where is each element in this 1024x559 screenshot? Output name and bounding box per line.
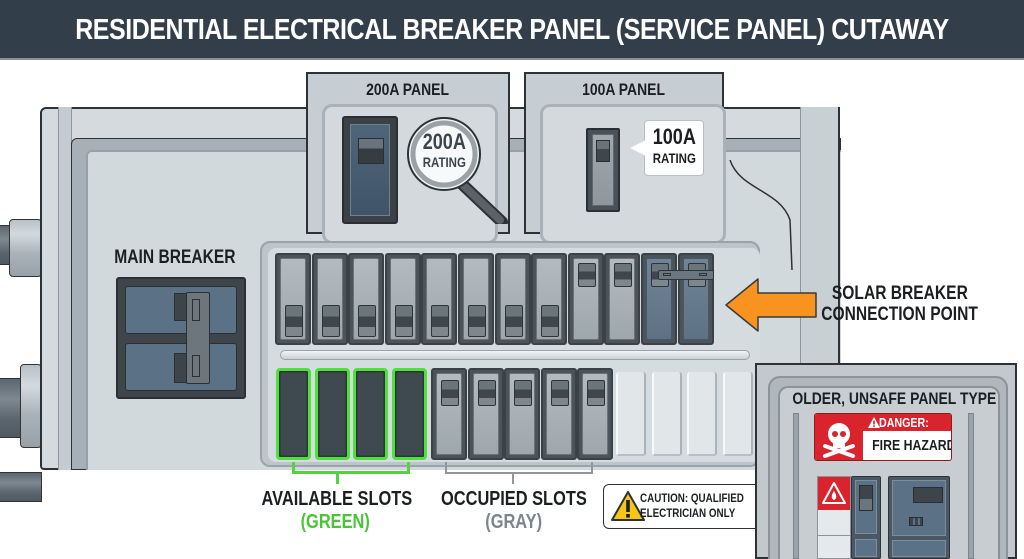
occupied-slot-breaker[interactable] xyxy=(468,368,504,460)
occupied-slot-breaker[interactable] xyxy=(577,368,613,460)
breaker-toggle[interactable] xyxy=(358,305,376,337)
circuit-breaker[interactable] xyxy=(421,253,457,345)
callout-pointer xyxy=(630,140,646,156)
main-breaker-label: MAIN BREAKER xyxy=(114,247,236,268)
breaker-toggle[interactable] xyxy=(395,305,413,337)
circuit-breaker[interactable] xyxy=(604,253,640,345)
solar-label-line2: CONNECTION POINT xyxy=(821,304,979,325)
available-slot[interactable] xyxy=(315,368,350,460)
older-panel-rail-right xyxy=(968,413,974,559)
breaker-toggle[interactable] xyxy=(431,305,449,337)
rating-100a-value: 100A xyxy=(652,124,696,149)
danger-sign: DANGER: FIRE HAZARD xyxy=(814,413,952,461)
available-slots-brace xyxy=(292,462,410,474)
circuit-breaker[interactable] xyxy=(385,253,421,345)
conduit-bottom xyxy=(0,472,42,502)
occupied-slots-brace xyxy=(445,462,593,474)
breaker-200a xyxy=(342,116,398,224)
bus-bar xyxy=(280,350,750,360)
inset-100a-panel: 100A PANEL 100A RATING xyxy=(524,72,726,244)
breaker-toggle[interactable] xyxy=(505,305,523,337)
fire-warning-icon xyxy=(822,482,846,504)
available-slot[interactable] xyxy=(276,368,311,460)
solar-label-line1: SOLAR BREAKER xyxy=(832,283,968,304)
breaker-toggle[interactable] xyxy=(551,380,569,406)
empty-slot[interactable] xyxy=(687,372,717,456)
circuit-breaker[interactable] xyxy=(531,253,567,345)
danger-header xyxy=(863,414,951,431)
magnifying-glass-icon xyxy=(404,114,514,228)
breaker-toggle[interactable] xyxy=(322,305,340,337)
breaker-toggle[interactable] xyxy=(478,380,496,406)
available-slots-label: AVAILABLE SLOTS xyxy=(261,488,413,510)
page-title: RESIDENTIAL ELECTRICAL BREAKER PANEL (SE… xyxy=(75,14,949,46)
inset-100a-title: 100A PANEL xyxy=(582,80,666,99)
circuit-breaker[interactable] xyxy=(275,253,311,345)
rating-200a-value: 200A xyxy=(422,129,466,154)
caution-line1: CAUTION: QUALIFIED xyxy=(640,491,744,505)
fire-hazard-text: FIRE HAZARD xyxy=(872,437,952,454)
breaker-toggle[interactable] xyxy=(514,380,532,406)
available-slots-brace-stem xyxy=(336,474,339,484)
enclosure-cutout-curve xyxy=(729,160,793,270)
circuit-breaker[interactable] xyxy=(495,253,531,345)
solar-breaker[interactable] xyxy=(641,253,677,345)
solar-arrow-icon xyxy=(725,278,817,332)
solar-breaker[interactable] xyxy=(678,253,714,345)
fire-warning-label xyxy=(817,476,851,559)
circuit-breaker[interactable] xyxy=(568,253,604,345)
older-panel-title: OLDER, UNSAFE PANEL TYPE xyxy=(792,389,997,408)
rating-100a-text: RATING xyxy=(652,150,696,166)
occupied-slot-breaker[interactable] xyxy=(504,368,540,460)
occupied-slot-breaker[interactable] xyxy=(431,368,467,460)
breaker-toggle[interactable] xyxy=(587,380,605,406)
occupied-slot-breaker[interactable] xyxy=(541,368,577,460)
breaker-100a xyxy=(586,128,620,212)
breaker-toggle[interactable] xyxy=(614,263,632,287)
older-panel-rail-left xyxy=(793,413,799,559)
inset-200a-title: 200A PANEL xyxy=(366,80,450,99)
main-breaker[interactable] xyxy=(116,277,246,399)
occupied-slots-brace-stem xyxy=(512,474,514,484)
conduit-middle xyxy=(0,378,22,438)
enclosure-frame xyxy=(58,107,72,470)
breaker-toggle[interactable] xyxy=(468,305,486,337)
old-breaker-small xyxy=(851,476,881,559)
solar-tie-bar xyxy=(658,270,714,280)
circuit-breaker[interactable] xyxy=(312,253,348,345)
rating-100a-callout xyxy=(644,120,704,176)
caution-line2: ELECTRICIAN ONLY xyxy=(640,506,736,520)
skull-crossbones-icon xyxy=(823,423,855,458)
empty-slot[interactable] xyxy=(652,372,682,456)
inset-200a-panel: 200A PANEL 200A RATING xyxy=(306,72,510,244)
warning-triangle-icon xyxy=(611,491,645,521)
available-slot[interactable] xyxy=(392,368,427,460)
occupied-slots-label: OCCUPIED SLOTS xyxy=(441,488,587,510)
occupied-slots-sublabel: (GRAY) xyxy=(485,511,543,533)
breaker-toggle[interactable] xyxy=(541,305,559,337)
available-slots-sublabel: (GREEN) xyxy=(300,511,370,533)
caution-notice: CAUTION: QUALIFIED ELECTRICIAN ONLY xyxy=(603,484,763,529)
breaker-toggle[interactable] xyxy=(441,380,459,406)
empty-slot[interactable] xyxy=(723,372,753,456)
breaker-toggle[interactable] xyxy=(578,263,596,287)
circuit-breaker[interactable] xyxy=(348,253,384,345)
danger-label: DANGER: xyxy=(879,415,929,430)
available-slot[interactable] xyxy=(353,368,388,460)
rating-200a-text: RATING xyxy=(422,154,466,170)
old-breaker-large xyxy=(888,476,950,559)
circuit-breaker[interactable] xyxy=(458,253,494,345)
warning-triangle-small-icon xyxy=(868,417,880,428)
title-bar xyxy=(0,0,1024,60)
empty-slot[interactable] xyxy=(616,372,646,456)
conduit-nut-top xyxy=(9,219,42,277)
breaker-toggle[interactable] xyxy=(285,305,303,337)
conduit-nut-middle xyxy=(20,364,42,448)
